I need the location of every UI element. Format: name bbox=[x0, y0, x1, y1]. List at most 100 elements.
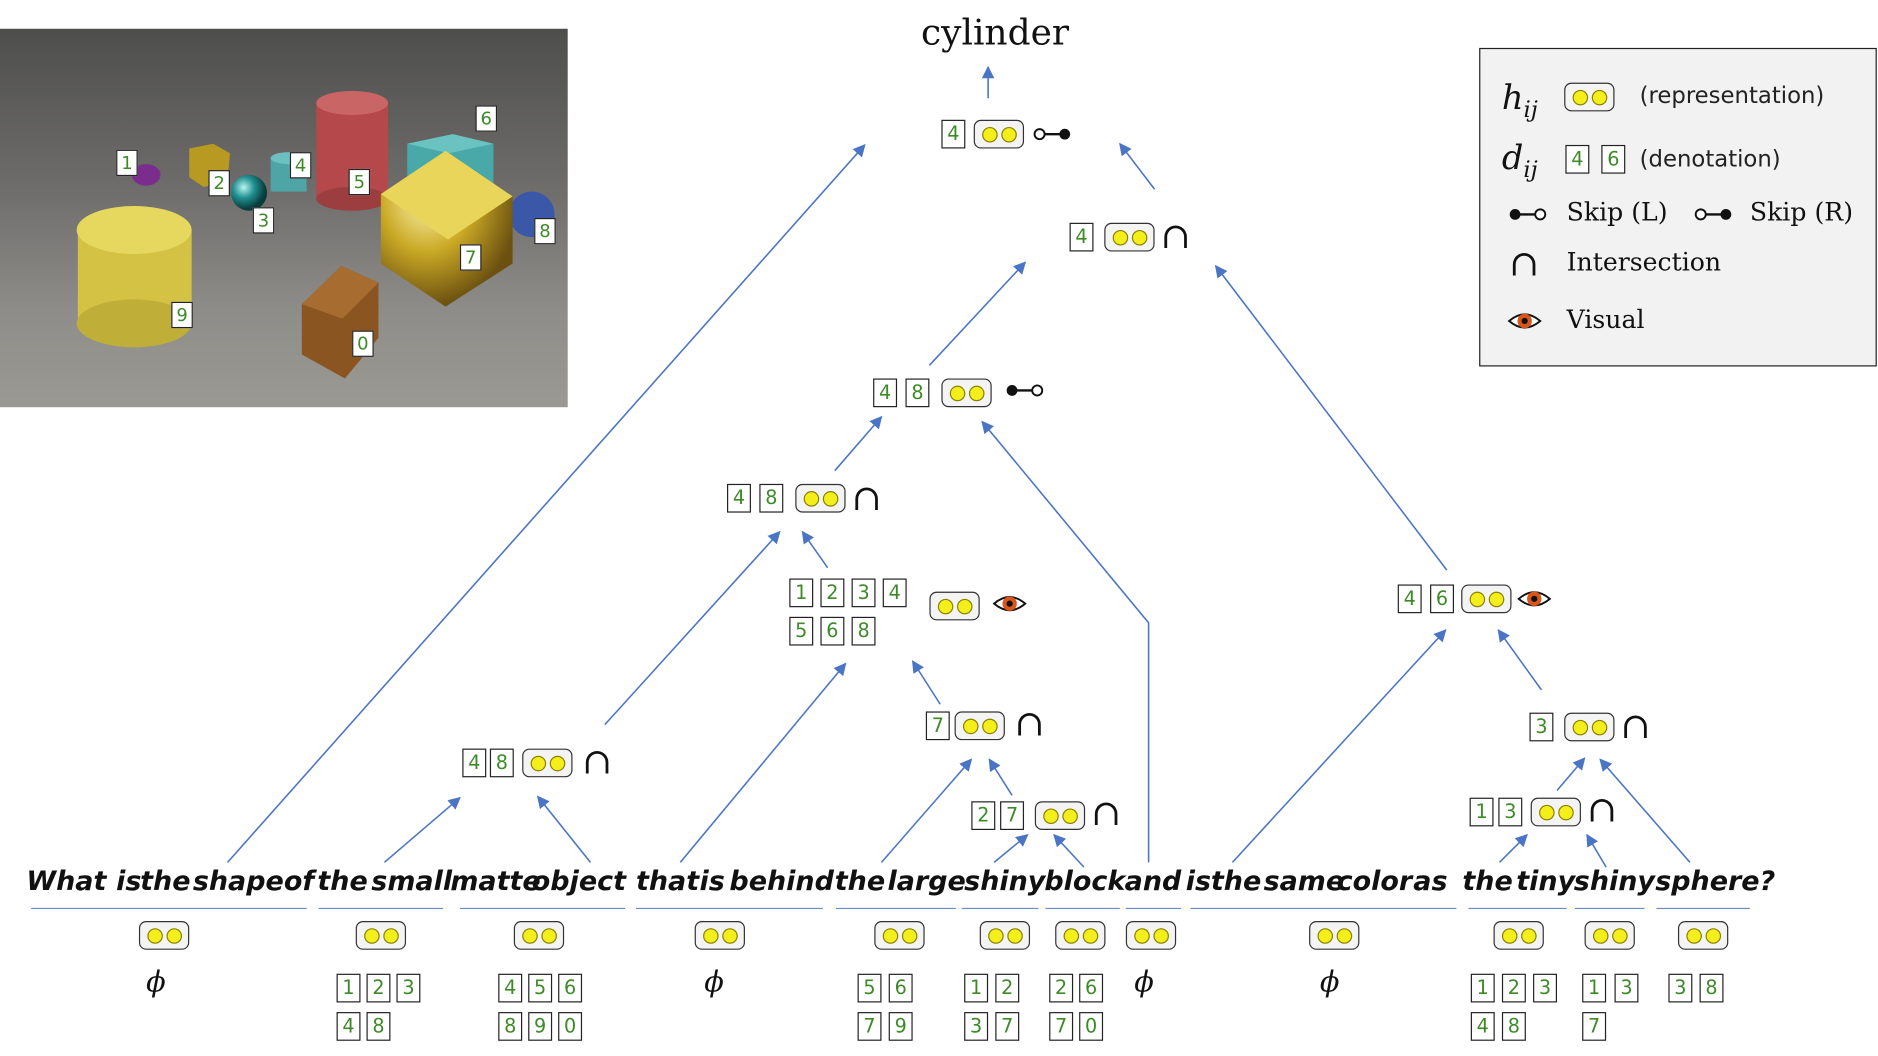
question-word: is bbox=[116, 865, 142, 898]
denotation-id: 2 bbox=[366, 973, 391, 1003]
representation-icon bbox=[954, 711, 1005, 741]
representation-icon bbox=[1104, 222, 1155, 252]
denotation-id: 1 bbox=[789, 578, 814, 608]
skip-right-icon bbox=[1694, 208, 1732, 221]
span-underline bbox=[1125, 907, 1181, 910]
denotation-id: 8 bbox=[905, 378, 930, 408]
denotation-id: 4 bbox=[873, 378, 898, 408]
question-word: as bbox=[1413, 865, 1448, 898]
denotation-id: 8 bbox=[489, 748, 514, 778]
span-underline bbox=[318, 907, 444, 910]
skip-right-icon bbox=[1033, 128, 1071, 141]
representation-icon bbox=[1461, 584, 1512, 614]
eye-icon bbox=[1507, 313, 1542, 329]
representation-icon bbox=[1677, 921, 1729, 950]
denotation-id: 1 bbox=[1582, 973, 1607, 1003]
question-word: matte bbox=[450, 865, 541, 898]
question-word: shiny bbox=[964, 865, 1046, 898]
legend-skip-right: Skip (R) bbox=[1749, 197, 1854, 227]
representation-icon bbox=[795, 483, 846, 513]
denotation-id: 1 bbox=[1470, 973, 1495, 1003]
intersection-icon: ∩ bbox=[1586, 789, 1618, 832]
denotation-id: 6 bbox=[820, 616, 845, 646]
denotation-id: 0 bbox=[1079, 1012, 1104, 1041]
representation-icon bbox=[1309, 921, 1360, 950]
representation-icon bbox=[522, 748, 573, 778]
question-word: tiny bbox=[1516, 865, 1576, 898]
question-word: is bbox=[1185, 865, 1212, 898]
legend-d-desc: (denotation) bbox=[1639, 146, 1781, 173]
scene-label-8: 8 bbox=[534, 217, 556, 245]
denotation-id: 3 bbox=[1533, 973, 1558, 1003]
legend-visual: Visual bbox=[1566, 305, 1645, 335]
denotation-id: 6 bbox=[888, 973, 913, 1003]
denotation-id: 5 bbox=[528, 973, 553, 1003]
skip-left-icon bbox=[1006, 384, 1044, 397]
denotation-id: 6 bbox=[558, 973, 583, 1003]
legend-box: hij (representation) dij 4 6 (denotation… bbox=[1479, 47, 1877, 367]
representation-icon bbox=[1034, 801, 1086, 831]
denotation-id: 3 bbox=[964, 1012, 989, 1041]
scene-label-0: 0 bbox=[352, 330, 374, 357]
denotation-id: 1 bbox=[336, 973, 361, 1003]
question-word: the bbox=[317, 865, 368, 898]
representation-icon bbox=[1564, 82, 1615, 112]
representation-icon bbox=[929, 591, 980, 621]
denotation-id: 6 bbox=[1601, 144, 1626, 174]
question-word: of bbox=[283, 865, 315, 898]
question-word: the bbox=[834, 865, 886, 898]
question-word: is bbox=[699, 865, 725, 898]
scene-label-3: 3 bbox=[252, 207, 275, 234]
denotation-id: 3 bbox=[1614, 973, 1639, 1003]
clevr-scene-image: 1 2 3 4 5 6 7 8 9 0 bbox=[0, 28, 568, 408]
question-word: the bbox=[140, 865, 191, 898]
denotation-id: 7 bbox=[1000, 801, 1025, 831]
representation-icon bbox=[1493, 921, 1544, 950]
denotation-id: 8 bbox=[366, 1012, 391, 1041]
question-word: color bbox=[1336, 865, 1413, 898]
denotation-id: 3 bbox=[1668, 973, 1693, 1003]
skip-left-icon bbox=[1509, 208, 1547, 221]
denotation-id: 6 bbox=[1430, 584, 1455, 614]
representation-icon bbox=[694, 921, 745, 950]
denotation-id: 8 bbox=[1501, 1012, 1526, 1041]
question-word: large bbox=[887, 865, 966, 898]
legend-skip-left: Skip (L) bbox=[1566, 197, 1668, 227]
denotation-id: 4 bbox=[498, 973, 523, 1003]
span-underline bbox=[31, 907, 307, 910]
denotation-id: 5 bbox=[857, 973, 882, 1003]
question-word: small bbox=[371, 865, 453, 898]
span-underline bbox=[1190, 907, 1457, 910]
legend-d-symbol: dij bbox=[1501, 137, 1538, 183]
denotation-id: 2 bbox=[971, 801, 996, 831]
intersection-icon: ∩ bbox=[1091, 792, 1122, 835]
question-word: shiny bbox=[1573, 865, 1655, 898]
denotation-id: 4 bbox=[1397, 584, 1422, 614]
question-word: the bbox=[1462, 865, 1513, 898]
representation-icon bbox=[979, 921, 1031, 950]
representation-icon bbox=[513, 921, 565, 950]
denotation-id: 2 bbox=[1501, 973, 1526, 1003]
representation-icon bbox=[973, 119, 1025, 149]
eye-icon bbox=[992, 596, 1027, 612]
representation-icon bbox=[1584, 921, 1635, 950]
denotation-id: 8 bbox=[1699, 973, 1724, 1003]
denotation-id: 4 bbox=[941, 119, 966, 149]
null-denotation: ϕ bbox=[704, 965, 724, 999]
intersection-icon: ∩ bbox=[1160, 215, 1191, 258]
null-denotation: ϕ bbox=[146, 965, 166, 999]
denotation-id: 8 bbox=[498, 1012, 523, 1041]
question-word: object bbox=[531, 865, 626, 898]
scene-label-7: 7 bbox=[459, 244, 482, 271]
question-word: block bbox=[1044, 865, 1126, 898]
denotation-id: 8 bbox=[851, 616, 876, 646]
denotation-id: 3 bbox=[1529, 712, 1554, 742]
span-underline bbox=[835, 907, 956, 910]
denotation-id: 9 bbox=[888, 1012, 913, 1041]
scene-label-1: 1 bbox=[116, 149, 138, 177]
denotation-id: 1 bbox=[1469, 797, 1494, 827]
null-denotation: ϕ bbox=[1134, 965, 1154, 999]
span-underline bbox=[1574, 907, 1645, 910]
denotation-id: 3 bbox=[851, 578, 876, 608]
